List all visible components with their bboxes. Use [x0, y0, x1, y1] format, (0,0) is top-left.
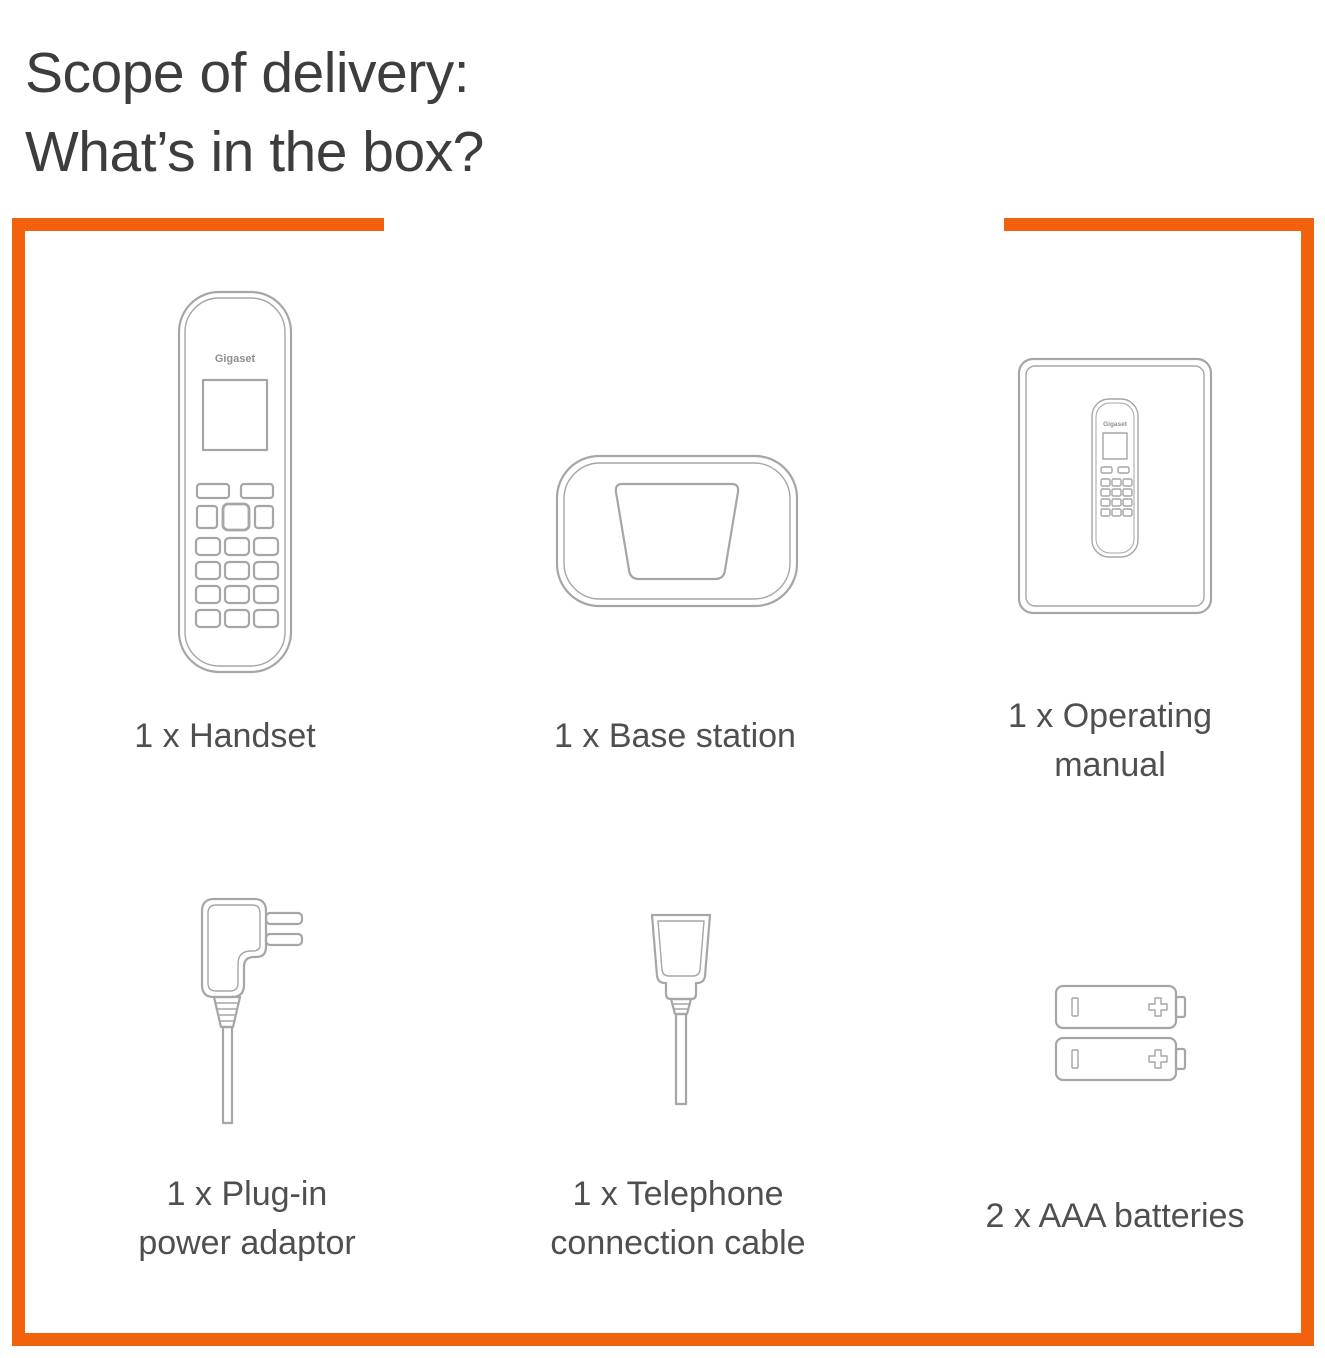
- handset-nav-key: [221, 502, 251, 532]
- orange-frame-top-left-segment: [12, 218, 384, 231]
- battery-1: [1054, 984, 1187, 1030]
- label-operating-manual: 1 x Operating manual: [1007, 697, 1213, 785]
- manual-cover-handset: Gigaset: [1091, 398, 1139, 558]
- label-handset: 1 x Handset: [134, 717, 316, 755]
- label-telephone-cable: 1 x Telephone connection cable: [550, 1175, 806, 1263]
- cable-boot: [669, 997, 693, 1016]
- battery-2: [1054, 1036, 1187, 1082]
- orange-frame-top-right-segment: [1004, 218, 1314, 231]
- handset-illustration: Gigaset: [177, 290, 293, 674]
- label-base-station: 1 x Base station: [554, 717, 796, 755]
- telephone-cable-illustration: [650, 913, 712, 1106]
- operating-manual-illustration: Gigaset: [1017, 357, 1213, 615]
- base-station-illustration: [555, 454, 799, 608]
- orange-frame: [12, 218, 1314, 1346]
- plus-terminal-icon: [1148, 997, 1168, 1017]
- adaptor-strain-relief: [212, 995, 242, 1029]
- handset-screen: [201, 378, 269, 452]
- label-aaa-batteries: 2 x AAA batteries: [985, 1197, 1245, 1235]
- adaptor-prongs: [264, 911, 304, 947]
- manual-brand-text: Gigaset: [1103, 421, 1128, 428]
- label-power-adaptor: 1 x Plug-in power adaptor: [138, 1175, 356, 1263]
- handset-brand-text: Gigaset: [215, 353, 256, 365]
- adaptor-cable: [221, 1025, 234, 1125]
- plus-terminal-icon: [1148, 1049, 1168, 1069]
- power-adaptor-illustration: [200, 897, 304, 1125]
- cable-cord: [674, 1012, 688, 1106]
- aaa-batteries-illustration: [1054, 984, 1187, 1082]
- page-title: Scope of delivery: What’s in the box?: [25, 41, 484, 184]
- handset-keypad: [194, 536, 280, 629]
